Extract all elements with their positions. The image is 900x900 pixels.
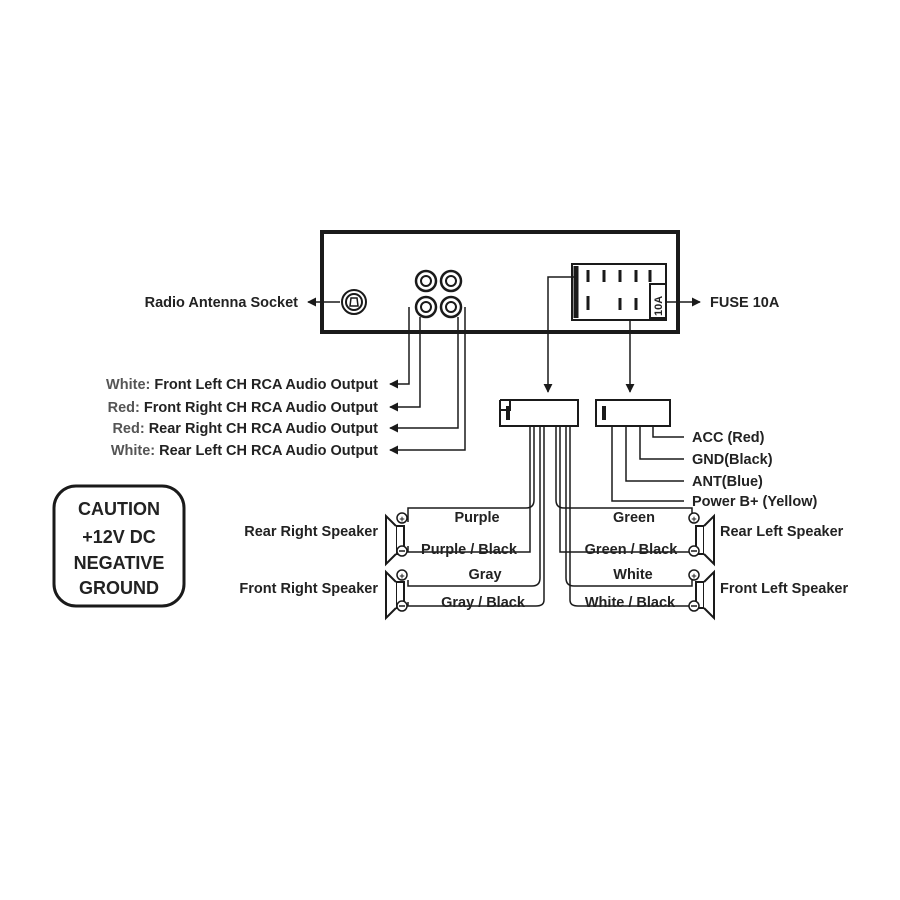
rear-right-speaker-label: Rear Right Speaker — [244, 524, 378, 540]
rca-jack-icon — [439, 269, 463, 293]
fuse-mark: 10A — [653, 296, 665, 316]
front-right-speaker-label: Front Right Speaker — [239, 581, 378, 597]
rca-output-front-left: White: Front Left CH RCA Audio Output — [106, 377, 378, 393]
plus-icon: + — [399, 514, 404, 524]
wire-gnd-label: GND(Black) — [692, 452, 773, 468]
rca-wires — [389, 307, 466, 455]
speaker-icon: + — [385, 569, 408, 621]
front-left-speaker-label: Front Left Speaker — [720, 581, 848, 597]
wire-green-label: Green — [613, 510, 655, 526]
caution-voltage: +12V DC — [82, 527, 156, 547]
power-connector — [595, 399, 671, 427]
speaker-labels: Rear Right Speaker Front Right Speaker R… — [239, 524, 848, 597]
antenna-socket-icon — [341, 289, 367, 315]
wire-gray-black-label: Gray / Black — [441, 595, 526, 611]
wire-white-label: White — [613, 567, 652, 583]
speaker-connector — [499, 399, 579, 427]
wire-power-label: Power B+ (Yellow) — [692, 494, 817, 510]
speaker-icon: + — [688, 512, 715, 567]
wire-purple-black-label: Purple / Black — [421, 542, 518, 558]
speaker-icon: + — [688, 569, 715, 621]
wire-purple-label: Purple — [454, 510, 499, 526]
head-unit: 10A — [320, 230, 680, 334]
wire-ant-label: ANT(Blue) — [692, 474, 763, 490]
wire-acc-label: ACC (Red) — [692, 430, 765, 446]
speaker-icon: + — [385, 512, 408, 567]
harness-socket: 10A — [571, 263, 667, 321]
wire-gray-label: Gray — [468, 567, 501, 583]
plus-icon: + — [691, 571, 696, 581]
rca-jack-icon — [414, 295, 438, 319]
rca-output-rear-right: Red: Rear Right CH RCA Audio Output — [112, 421, 378, 437]
power-wire-labels: ACC (Red) GND(Black) ANT(Blue) Power B+ … — [692, 430, 817, 510]
fuse-label: FUSE 10A — [710, 295, 780, 311]
wire-white-black-label: White / Black — [585, 595, 676, 611]
plus-icon: + — [691, 514, 696, 524]
rear-left-speaker-label: Rear Left Speaker — [720, 524, 844, 540]
rca-jack-icon — [414, 269, 438, 293]
caution-box: CAUTION +12V DC NEGATIVE GROUND — [52, 484, 186, 608]
rca-output-rear-left: White: Rear Left CH RCA Audio Output — [111, 443, 378, 459]
antenna-socket-label: Radio Antenna Socket — [145, 295, 299, 311]
caution-ground: GROUND — [79, 578, 159, 598]
wire-green-black-label: Green / Black — [585, 542, 679, 558]
speaker-wires — [407, 426, 693, 607]
rca-output-list: White: Front Left CH RCA Audio Output Re… — [106, 377, 378, 459]
caution-title: CAUTION — [78, 499, 160, 519]
plus-icon: + — [399, 571, 404, 581]
speaker-wire-labels: Purple Purple / Black Gray Gray / Black … — [421, 510, 678, 611]
caution-negative: NEGATIVE — [74, 553, 165, 573]
rca-output-front-right: Red: Front Right CH RCA Audio Output — [108, 400, 379, 416]
rca-jack-icon — [439, 295, 463, 319]
power-wires — [611, 426, 684, 502]
